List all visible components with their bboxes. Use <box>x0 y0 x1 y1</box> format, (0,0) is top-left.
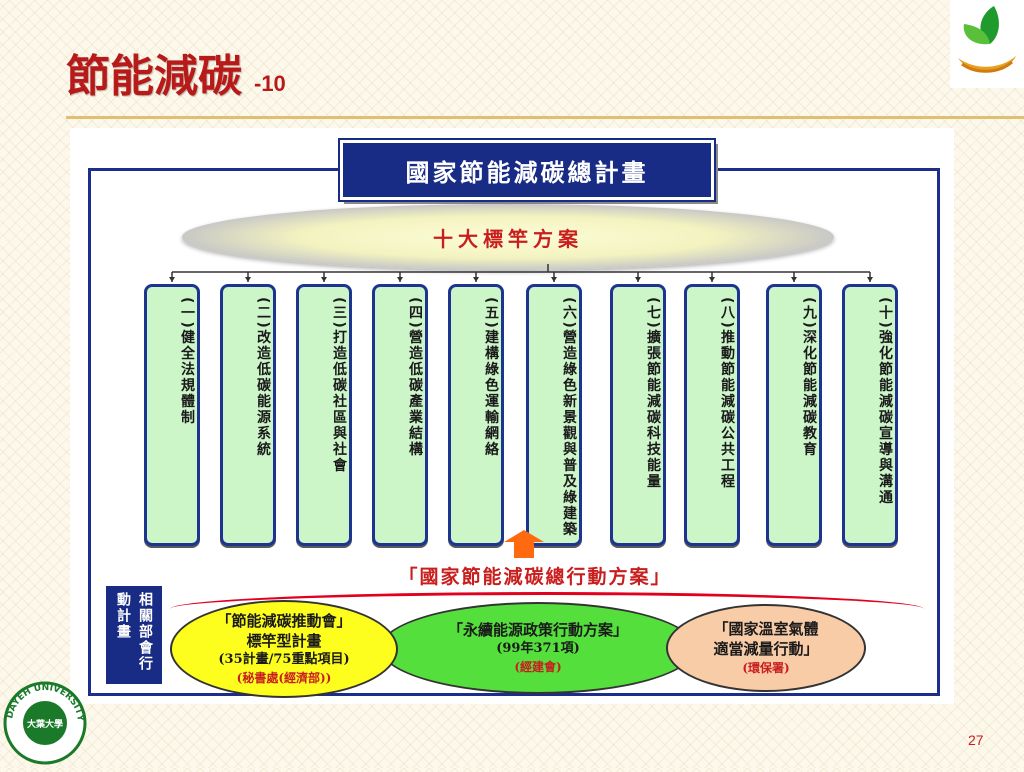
pillar-label: (一)健全法規體制 <box>179 297 195 426</box>
pillar-label: (八)推動節能減碳公共工程 <box>719 297 735 490</box>
pillar-3: (三)打造低碳社區與社會 <box>296 284 352 546</box>
pillar-label: (七)擴張節能減碳科技能量 <box>645 297 661 490</box>
plan-diagram: 國家節能減碳總計畫 十大標竿方案 (一)健全法規體制 (二)改造低碳能源系統 (三)… <box>70 128 954 704</box>
plan-energy-saving-council: 「節能減碳推動會」 標竿型計畫 (35計畫/75重點項目) (秘書處(經濟部)) <box>170 600 398 698</box>
connector-arrowhead-3 <box>321 277 327 282</box>
pillar-8: (八)推動節能減碳公共工程 <box>684 284 740 546</box>
pillar-10: (十)強化節能減碳宣導與溝通 <box>842 284 898 546</box>
leaf-logo <box>950 0 1024 88</box>
title-main: 節能減碳 <box>66 51 242 102</box>
pillar-label: (二)改造低碳能源系統 <box>255 297 271 458</box>
plan-sustainable-energy: 「永續能源政策行動方案」 (99年371項) (經建會) <box>380 602 696 694</box>
up-arrow-icon <box>504 530 544 558</box>
title-suffix: -10 <box>254 71 286 96</box>
pillar-9: (九)深化節能減碳教育 <box>766 284 822 546</box>
related-plans-label: 相關部會行動計畫 <box>106 586 162 684</box>
connector-arrowhead-1 <box>169 277 175 282</box>
action-plan-title: 「國家節能減碳總行動方案」 <box>398 566 672 588</box>
flagship-label: 十大標竿方案 <box>433 226 583 251</box>
connector-arrowhead-9 <box>791 277 797 282</box>
leaf-logo-icon <box>958 6 1016 73</box>
page-number: 27 <box>968 732 984 748</box>
pillar-1: (一)健全法規體制 <box>144 284 200 546</box>
master-plan-box: 國家節能減碳總計畫 <box>338 138 716 202</box>
pillar-label: (十)強化節能減碳宣導與溝通 <box>877 297 893 506</box>
pillar-label: (四)營造低碳產業結構 <box>407 297 423 458</box>
svg-text:大葉大學: 大葉大學 <box>27 718 63 730</box>
pillar-label: (九)深化節能減碳教育 <box>801 297 817 458</box>
university-seal: DAYEH UNIVERSITY 大葉大學 <box>0 678 90 768</box>
pillar-4: (四)營造低碳產業結構 <box>372 284 428 546</box>
pillar-7: (七)擴張節能減碳科技能量 <box>610 284 666 546</box>
connector-arrowhead-8 <box>709 277 715 282</box>
connector-arrowhead-6 <box>551 277 557 282</box>
pillar-label: (六)營造綠色新景觀與普及綠建築 <box>561 297 577 538</box>
pillar-5: (五)建構綠色運輸網絡 <box>448 284 504 546</box>
pillar-2: (二)改造低碳能源系統 <box>220 284 276 546</box>
plan-ghg-reduction: 「國家溫室氣體 適當減量行動」 (環保署) <box>666 604 866 692</box>
slide-title: 節能減碳 -10 <box>66 40 286 104</box>
connector-arrowhead-10 <box>867 277 873 282</box>
connector-arrowhead-5 <box>473 277 479 282</box>
flagship-ellipse: 十大標竿方案 <box>182 204 834 270</box>
connector-arrowhead-7 <box>635 277 641 282</box>
university-seal-icon: DAYEH UNIVERSITY 大葉大學 <box>3 681 87 765</box>
pillar-label: (五)建構綠色運輸網絡 <box>483 297 499 458</box>
title-underline <box>66 116 1024 119</box>
connector-arrowhead-2 <box>245 277 251 282</box>
connector-arrowhead-4 <box>397 277 403 282</box>
pillar-label: (三)打造低碳社區與社會 <box>331 297 347 474</box>
pillar-6: (六)營造綠色新景觀與普及綠建築 <box>526 284 582 546</box>
connector-lines <box>169 264 873 282</box>
action-plan-arc <box>170 592 924 609</box>
